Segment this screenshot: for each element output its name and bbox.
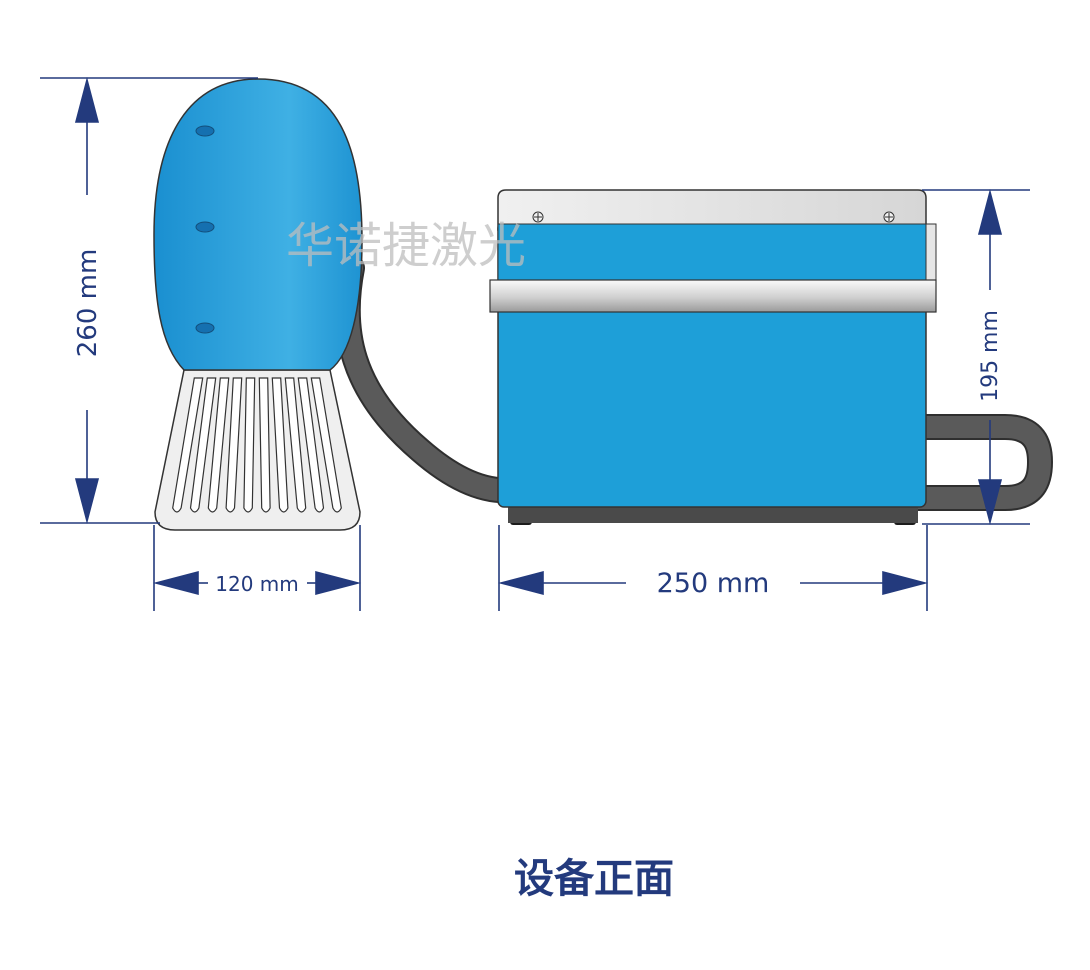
arrow-right-icon [315, 570, 362, 596]
main-unit-handle-bar [489, 279, 937, 313]
watermark: 华诺捷激光 [286, 218, 526, 274]
vent-slot [284, 377, 307, 513]
arrow-up-icon [74, 76, 100, 123]
vent-slot [243, 377, 256, 513]
handpiece-body [153, 78, 363, 371]
vent-slot [258, 377, 271, 513]
main-unit-front-panel [497, 223, 927, 281]
arrow-left-icon [152, 570, 199, 596]
vent-slot [310, 377, 342, 513]
cable-box-loop [918, 414, 1054, 511]
arrow-left-icon [497, 570, 544, 596]
dimension-head-height [40, 76, 258, 525]
handpiece-button-top [195, 125, 215, 137]
dimension-head-width [152, 525, 362, 611]
handpiece-vent-slots [172, 377, 342, 513]
vent-slot [225, 377, 243, 513]
vent-slot [297, 377, 325, 513]
head-height-label: 260 mm [73, 249, 103, 358]
handpiece-button-bottom [195, 322, 215, 334]
arrow-down-icon [977, 479, 1003, 526]
cable-head-to-box [334, 255, 525, 504]
screw-icon [532, 211, 544, 223]
main-unit [489, 189, 937, 525]
box-width-label: 250 mm [657, 568, 770, 599]
vent-slot [207, 377, 230, 513]
vent-slot [189, 377, 217, 513]
vent-slot [271, 377, 289, 513]
caption: 设备正面 [514, 856, 674, 902]
arrow-up-icon [977, 188, 1003, 235]
screw-icon [883, 211, 895, 223]
head-width-label: 120 mm [215, 572, 299, 596]
main-unit-top-cap [497, 189, 927, 231]
box-height-label: 195 mm [978, 310, 1003, 402]
dimension-box-height [922, 188, 1030, 526]
main-unit-base [508, 503, 918, 523]
arrow-right-icon [882, 570, 929, 596]
handpiece [153, 78, 363, 531]
dimension-box-width [497, 525, 929, 611]
handpiece-button-middle [195, 221, 215, 233]
arrow-down-icon [74, 478, 100, 525]
vent-slot [172, 377, 204, 513]
